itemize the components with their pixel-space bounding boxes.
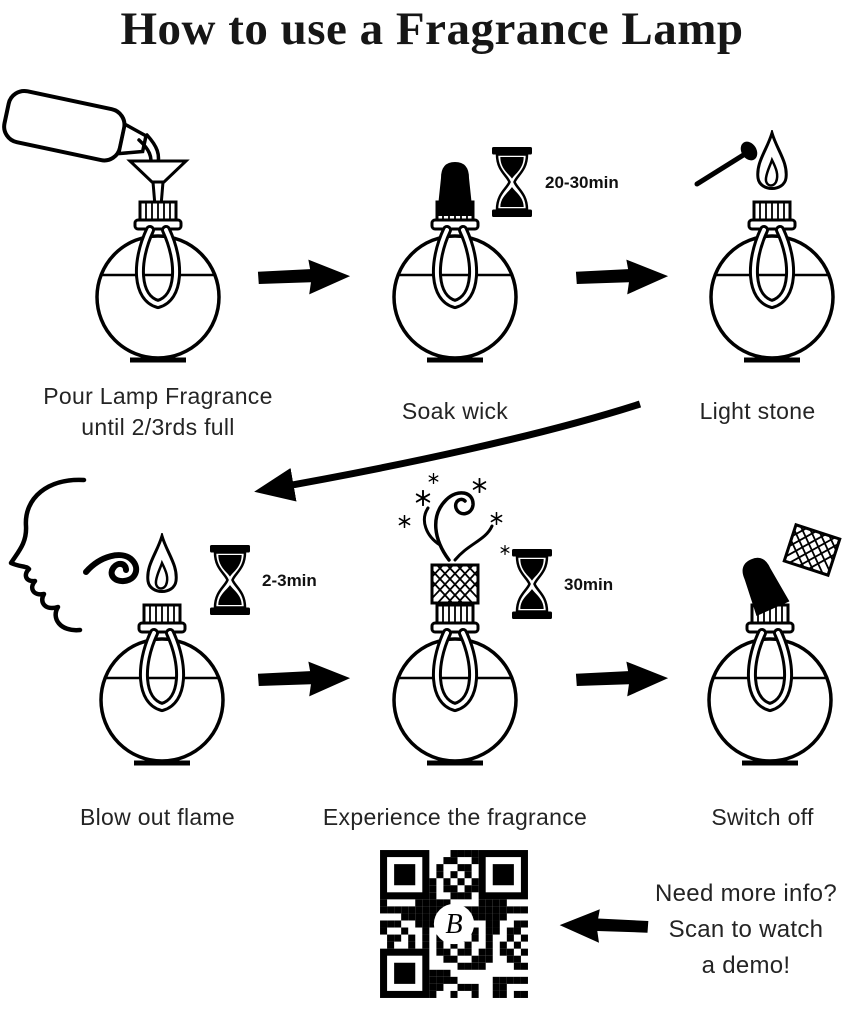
step-2-illustration: 20-30min [394,147,619,360]
arrow-right-icon [257,661,351,697]
footer-info-text: Need more info? Scan to watch a demo! [630,876,862,984]
arrow-right-icon [257,259,351,295]
blow-duration-label: 2-3min [262,571,317,590]
step-5-caption: Experience the fragrance [322,804,588,830]
footer-line: Need more info? [655,880,837,907]
sparkle-icon [472,478,487,493]
lamp-icon [97,202,219,360]
arrow-right-icon [575,661,669,697]
arrow-right-icon [575,259,669,295]
svg-text:B: B [445,909,462,940]
diagonal-arrow-icon [254,400,642,502]
funnel-icon [128,159,188,208]
flame-icon [756,131,788,190]
breath-swirl-icon [83,552,140,585]
sparkle-icon [500,545,510,555]
flame-icon [146,534,178,593]
footer-line: Scan to watch [668,916,824,943]
step-3-illustration [694,131,833,360]
step-4-illustration: 2-3min [8,477,317,763]
caption-line: Pour Lamp Fragrance [43,383,273,409]
step-3-caption: Light stone [699,398,816,424]
step-6-caption: Switch off [711,804,814,830]
step-1-illustration [2,88,219,360]
qr-code: B [374,844,534,1004]
face-blowing-icon [8,477,87,633]
lamp-icon [709,605,831,763]
step-2-caption: Soak wick [401,398,509,424]
step-4-caption: Blow out flame [79,804,236,830]
lamp-icon [394,202,516,360]
bottle-icon [2,88,148,163]
step-5-illustration: 30min [394,473,613,763]
sparkle-icon [398,515,411,528]
page-title: How to use a Fragrance Lamp [120,3,744,55]
hourglass-icon [510,549,554,619]
soak-duration-label: 20-30min [545,173,619,192]
sparkle-icon [490,512,503,525]
footer-line: a demo! [701,952,791,979]
hourglass-icon [490,147,534,217]
lamp-icon [394,605,516,763]
lamp-icon [711,202,833,360]
hourglass-icon [208,545,252,615]
sparkle-icon [415,490,431,506]
lattice-shade-icon [403,565,507,608]
snuffer-cap-icon [437,162,473,216]
match-icon [694,141,758,187]
step-1-caption: Pour Lamp Fragrance until 2/3rds full [6,381,310,443]
fragrance-swirls-icon [423,491,494,562]
sparkle-icon [428,473,439,484]
step-6-illustration [709,516,864,763]
lamp-icon [101,605,223,763]
caption-line: until 2/3rds full [81,414,235,441]
experience-duration-label: 30min [564,575,613,594]
